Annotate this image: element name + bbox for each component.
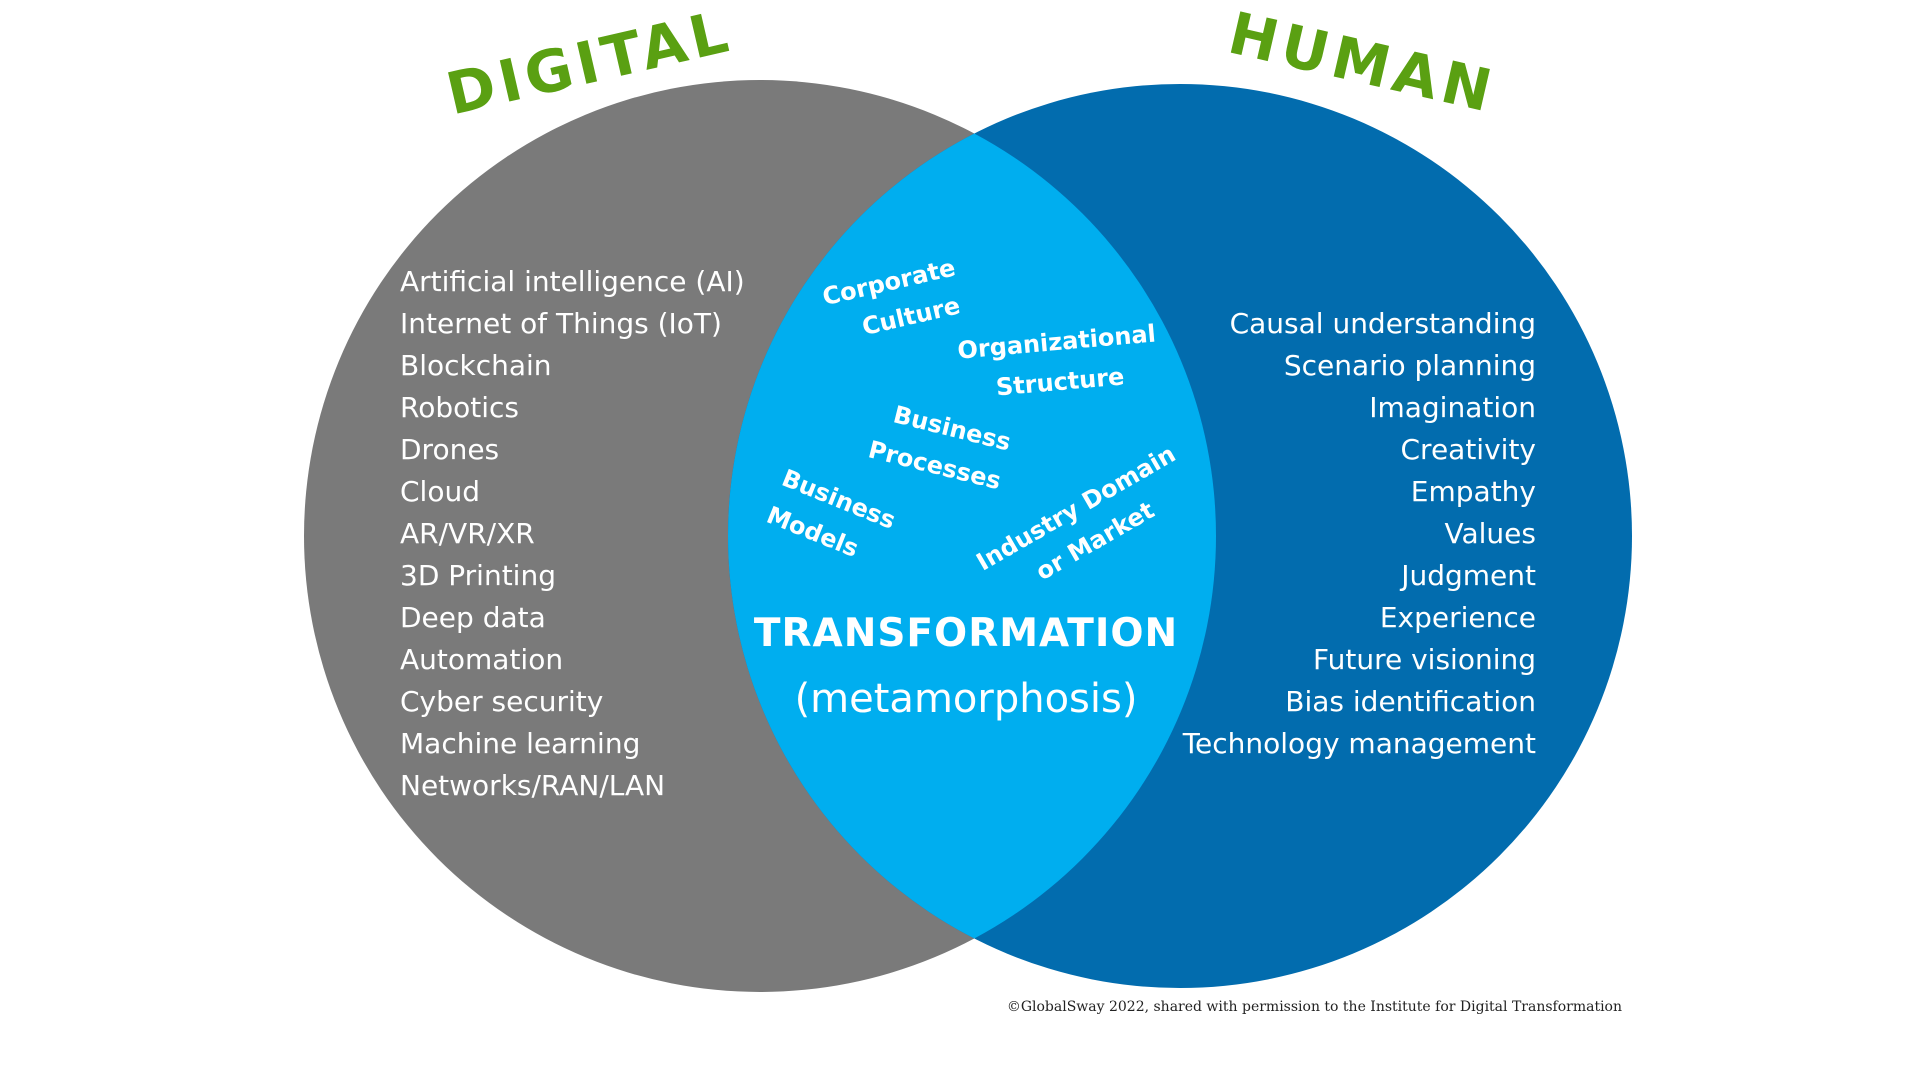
digital-item: Robotics bbox=[400, 391, 519, 424]
credit-line: ©GlobalSway 2022, shared with permission… bbox=[1007, 999, 1622, 1015]
human-item: Experience bbox=[1380, 601, 1536, 634]
human-item: Causal understanding bbox=[1230, 307, 1536, 340]
digital-item: Machine learning bbox=[400, 727, 640, 760]
transformation-subtitle: (metamorphosis) bbox=[795, 676, 1138, 722]
digital-item: Blockchain bbox=[400, 349, 552, 382]
digital-item: Deep data bbox=[400, 601, 546, 634]
human-item: Imagination bbox=[1369, 391, 1536, 424]
digital-item: Networks/RAN/LAN bbox=[400, 769, 665, 802]
human-item: Creativity bbox=[1401, 433, 1537, 466]
digital-item: AR/VR/XR bbox=[400, 517, 535, 550]
digital-item: Automation bbox=[400, 643, 563, 676]
human-item: Scenario planning bbox=[1284, 349, 1536, 382]
digital-item: Drones bbox=[400, 433, 499, 466]
human-list: Causal understanding Scenario planning I… bbox=[1182, 307, 1536, 760]
digital-list: Artificial intelligence (AI) Internet of… bbox=[400, 265, 745, 802]
human-item: Technology management bbox=[1182, 727, 1536, 760]
human-item: Future visioning bbox=[1313, 643, 1536, 676]
overlap-region bbox=[728, 84, 1216, 988]
digital-item: Cloud bbox=[400, 475, 480, 508]
human-item: Bias identification bbox=[1285, 685, 1536, 718]
transformation-title: TRANSFORMATION bbox=[754, 611, 1178, 656]
human-item: Empathy bbox=[1411, 475, 1536, 508]
digital-item: Cyber security bbox=[400, 685, 603, 718]
digital-item: Artificial intelligence (AI) bbox=[400, 265, 745, 298]
digital-item: Internet of Things (IoT) bbox=[400, 307, 722, 340]
digital-item: 3D Printing bbox=[400, 559, 556, 592]
human-item: Judgment bbox=[1399, 559, 1536, 592]
label-organizational-structure: Organizational Structure bbox=[956, 319, 1156, 401]
human-item: Values bbox=[1445, 517, 1536, 550]
